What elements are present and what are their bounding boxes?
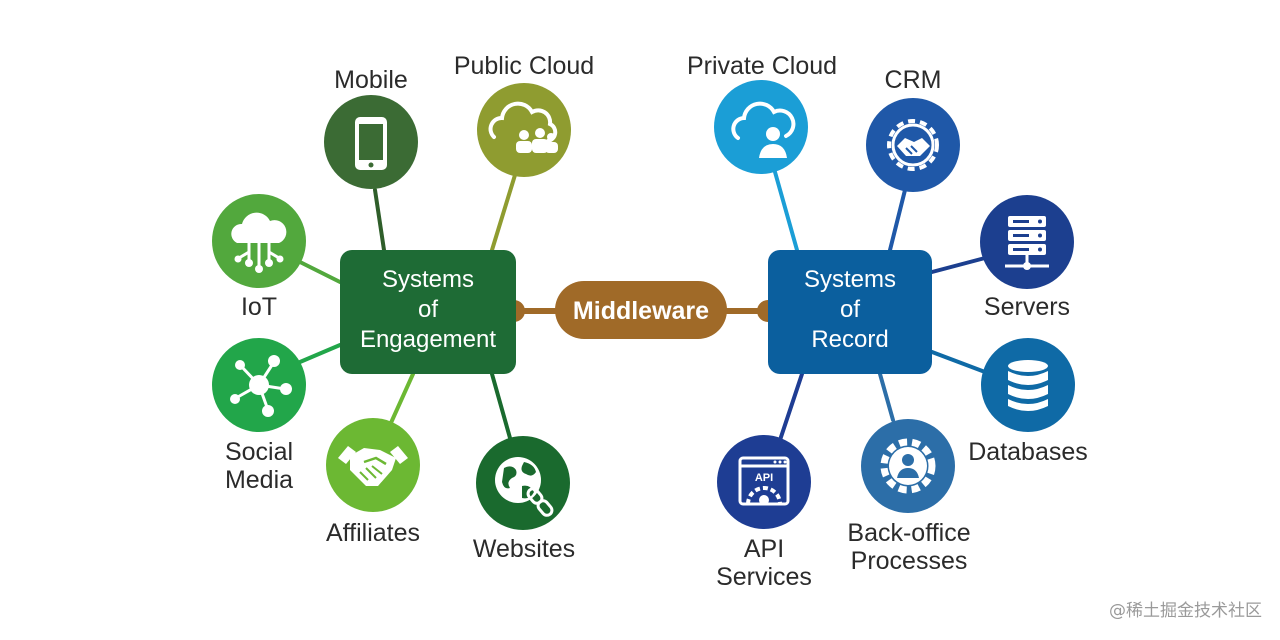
label-crm: CRM [885, 66, 942, 94]
connector-back-office [878, 372, 895, 422]
node-databases: Databases [968, 338, 1088, 466]
gear-handshake-icon [887, 119, 939, 171]
node-api-services: API API Services [716, 435, 812, 591]
api-gear-icon: API [738, 456, 790, 506]
label-social-media-line2: Media [225, 466, 293, 494]
watermark-text: @稀土掘金技术社区 [1109, 601, 1262, 621]
connector-affiliates [388, 372, 415, 427]
label-back-office-line2: Processes [851, 547, 968, 575]
hub-record-line2: of [840, 296, 860, 323]
node-iot: IoT [212, 194, 306, 321]
node-mobile: Mobile [324, 66, 418, 189]
hub-record-line3: Record [811, 326, 888, 353]
api-badge: API [755, 472, 773, 484]
node-public-cloud: Public Cloud [454, 52, 594, 177]
node-crm: CRM [866, 66, 960, 192]
connector-iot [298, 260, 342, 284]
node-affiliates: Affiliates [326, 418, 420, 547]
middleware-label: Middleware [573, 297, 709, 325]
connector-public-cloud [490, 173, 517, 252]
label-databases: Databases [968, 438, 1088, 466]
label-mobile: Mobile [334, 66, 408, 94]
social-network-icon [230, 355, 292, 417]
database-icon [1008, 360, 1048, 411]
node-social-media: Social Media [212, 338, 306, 494]
connector-websites [490, 372, 512, 440]
connector-lines [298, 170, 987, 442]
node-websites: Websites [473, 436, 575, 563]
label-websites: Websites [473, 535, 575, 563]
label-api-services-line2: Services [716, 563, 812, 591]
connector-crm [888, 188, 907, 252]
cloud-users-icon [488, 101, 558, 153]
hub-engagement-line1: Systems [382, 266, 474, 293]
node-servers: Servers [980, 195, 1074, 321]
node-back-office: Back-office Processes [847, 419, 971, 575]
connector-mobile [373, 188, 386, 252]
server-rack-icon [1005, 216, 1049, 270]
connector-api-services [778, 372, 804, 442]
connector-private-cloud [773, 170, 799, 252]
connector-databases [930, 350, 987, 374]
cloud-network-icon [231, 212, 287, 273]
hub-record-line1: Systems [804, 266, 896, 293]
label-private-cloud: Private Cloud [687, 52, 837, 80]
label-servers: Servers [984, 293, 1070, 321]
globe-link-icon [495, 457, 554, 517]
label-api-services-line1: API [744, 535, 784, 563]
middleware-pill [555, 281, 727, 339]
hub-engagement-line2: of [418, 296, 438, 323]
label-social-media-line1: Social [225, 438, 293, 466]
label-back-office-line1: Back-office [847, 519, 970, 547]
handshake-icon [338, 446, 408, 486]
hub-systems-of-engagement: Systems of Engagement [340, 250, 516, 374]
gear-person-icon [880, 438, 936, 494]
cloud-user-icon [731, 101, 796, 158]
hub-engagement-line3: Engagement [360, 326, 496, 353]
connector-servers [930, 256, 987, 274]
connector-social-media [298, 343, 342, 364]
label-iot: IoT [241, 293, 277, 321]
middleware-connector: Middleware [503, 281, 779, 339]
label-public-cloud: Public Cloud [454, 52, 594, 80]
smartphone-icon [355, 117, 387, 170]
label-affiliates: Affiliates [326, 519, 420, 547]
hub-systems-of-record: Systems of Record [768, 250, 932, 374]
node-private-cloud: Private Cloud [687, 52, 837, 174]
